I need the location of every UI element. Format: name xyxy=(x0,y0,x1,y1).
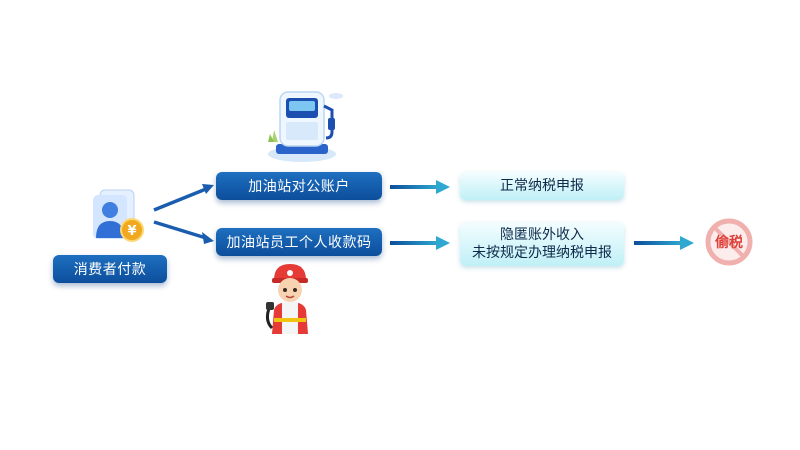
hidden-income-box: 隐匿账外收入 未按规定办理纳税申报 xyxy=(460,222,624,266)
gas-attendant-icon xyxy=(262,262,318,336)
employee-code-label: 加油站员工个人收款码 xyxy=(226,235,372,251)
arrow-employee-to-hidden-income xyxy=(390,236,450,250)
tax-evasion-label: 偷税 xyxy=(715,235,743,251)
normal-tax-report-box: 正常纳税申报 xyxy=(460,172,624,200)
consumer-payment-label: 消费者付款 xyxy=(73,262,147,278)
user-yuan-card-icon: ¥ xyxy=(88,188,152,248)
arrow-hidden-income-to-tax-evasion xyxy=(634,236,694,250)
arrow-account-to-normal-report xyxy=(390,180,450,194)
station-account-box: 加油站对公账户 xyxy=(216,172,382,200)
arrow-consumer-to-account xyxy=(153,184,214,212)
station-account-label: 加油站对公账户 xyxy=(248,179,350,195)
prohibited-sign-icon: 偷税 xyxy=(705,218,753,266)
fuel-pump-icon xyxy=(262,88,346,164)
arrow-consumer-to-employee xyxy=(153,220,214,244)
normal-tax-report-label: 正常纳税申报 xyxy=(500,178,584,194)
hidden-income-line2: 未按规定办理纳税申报 xyxy=(472,245,612,261)
svg-text:¥: ¥ xyxy=(127,224,136,239)
hidden-income-line1: 隐匿账外收入 xyxy=(500,227,584,243)
consumer-payment-box: 消费者付款 xyxy=(53,255,167,283)
employee-code-box: 加油站员工个人收款码 xyxy=(216,228,382,256)
